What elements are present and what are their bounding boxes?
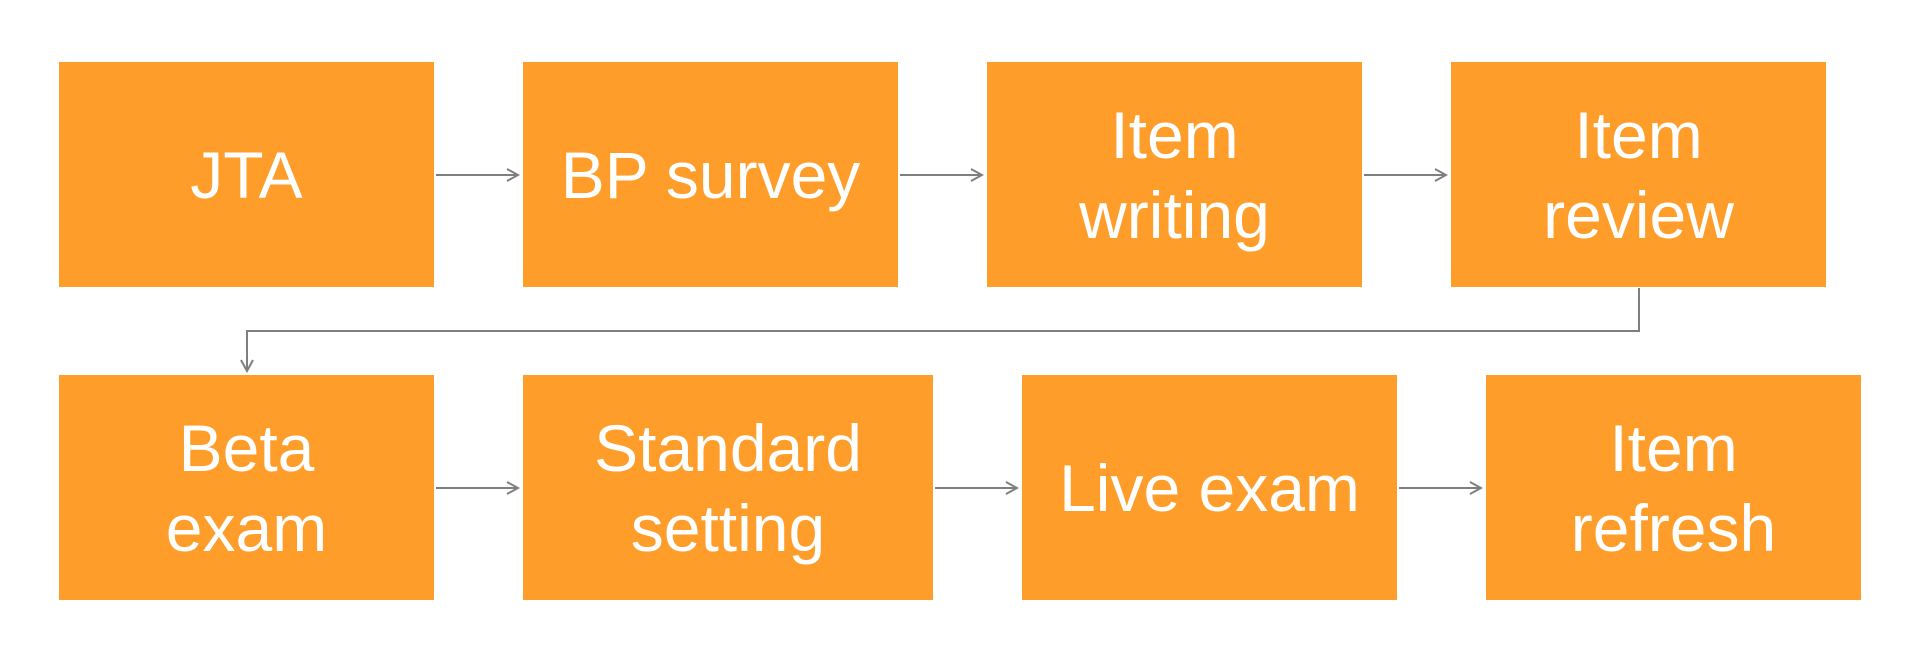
step-item-writing-label: Item writing xyxy=(1079,97,1270,252)
step-item-review-label: Item review xyxy=(1543,97,1734,252)
step-item-review-box: Item review xyxy=(1451,62,1826,287)
step-beta-exam-label: Beta exam xyxy=(165,410,328,565)
step-beta-exam-box: Beta exam xyxy=(59,375,434,600)
step-bp-survey-box: BP survey xyxy=(523,62,898,287)
step-item-writing-box: Item writing xyxy=(987,62,1362,287)
step-bp-survey-label: BP survey xyxy=(560,137,861,212)
step-standard-setting-label: Standard setting xyxy=(594,410,862,565)
step-jta-box: JTA xyxy=(59,62,434,287)
step-item-refresh-box: Item refresh xyxy=(1486,375,1861,600)
step-live-exam-box: Live exam xyxy=(1022,375,1397,600)
step-standard-setting-box: Standard setting xyxy=(523,375,933,600)
step-item-refresh-label: Item refresh xyxy=(1570,410,1777,565)
step-live-exam-label: Live exam xyxy=(1059,450,1360,525)
step-jta-label: JTA xyxy=(190,137,303,212)
arrow-item-review-to-beta-exam xyxy=(247,288,1640,371)
